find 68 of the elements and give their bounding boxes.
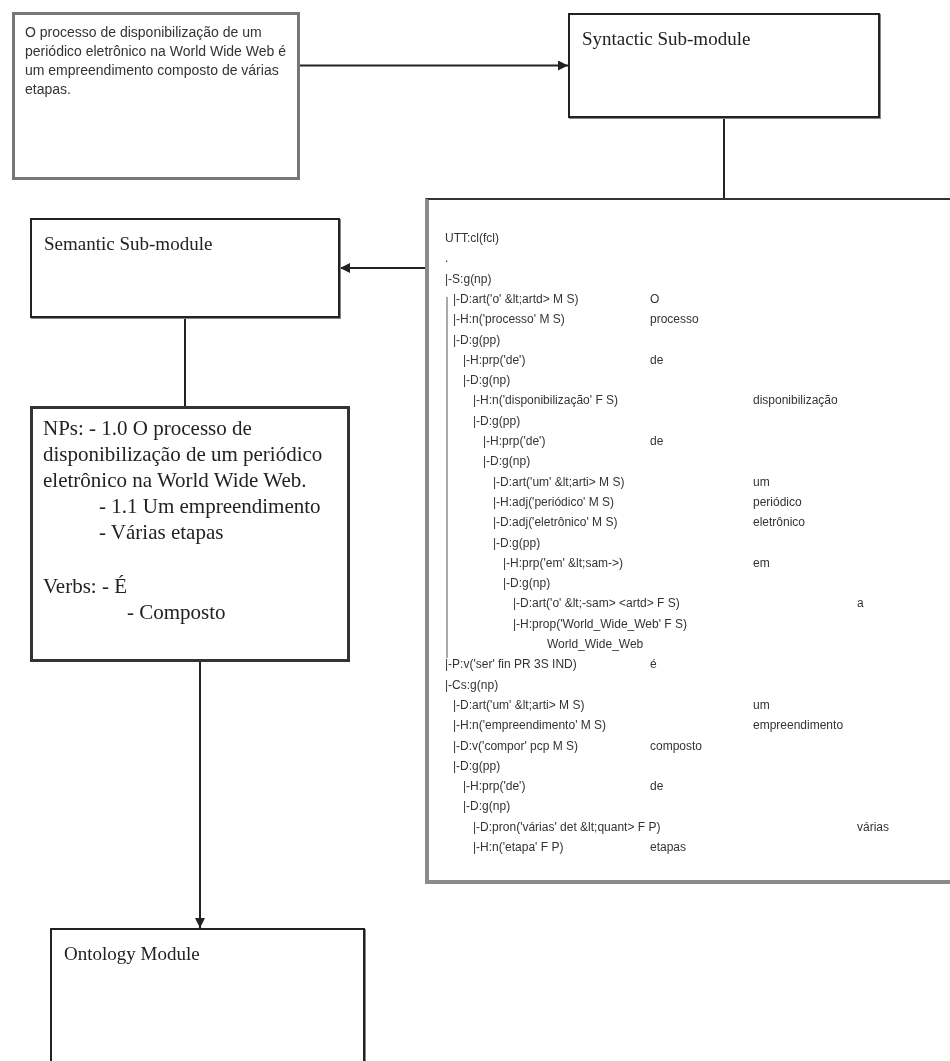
parse-tree-token: etapas [650, 839, 687, 855]
module-title: Syntactic Sub-module [582, 27, 752, 51]
parse-tree-box [425, 198, 950, 884]
parse-tree-token: |-D:g(pp) [473, 412, 521, 429]
parse-tree-token: |-D:art('o' &lt;-sam> <artd> F S) [513, 595, 680, 612]
result-text: - Composto [126, 599, 227, 625]
parse-tree-token: |-H:n('etapa' F P) [473, 839, 564, 855]
parse-tree-token: |-D:art('um' &lt;arti> M S) [453, 696, 585, 713]
parse-tree-token: |-H:prp('de') [463, 778, 526, 795]
parse-tree-token: várias [857, 818, 889, 835]
result-text: NPs: - 1.0 O processo de disponibilização de um periódico eletrônico na World Wide Web. [43, 415, 324, 493]
parse-tree-token: |-D:g(np) [463, 798, 511, 815]
result-text: - Várias etapas [98, 519, 225, 545]
parse-tree-token: |-H:n('empreendimento' M S) [453, 717, 607, 734]
parse-tree-token: |-D:g(pp) [493, 534, 541, 551]
parse-tree-token: |-D:g(np) [503, 575, 551, 592]
parse-tree-token: |-D:g(pp) [453, 331, 501, 348]
parse-tree-token: periódico [753, 493, 802, 510]
parse-tree-token: |-D:g(np) [483, 453, 531, 470]
module-box [30, 218, 340, 318]
connector-line [723, 117, 725, 199]
parse-tree-token: |-P:v('ser' fin PR 3S IND) [445, 656, 577, 673]
parse-tree-token: |-D:art('o' &lt;artd> M S) [453, 290, 579, 307]
parse-tree-token: . [445, 250, 449, 267]
parse-tree-token: |-H:n('processo' M S) [453, 311, 565, 328]
arrow [339, 263, 426, 273]
parse-tree-token: |-D:adj('eletrônico' M S) [493, 514, 618, 531]
parse-tree-token: |-S:g(np) [445, 270, 492, 287]
arrow [195, 661, 205, 929]
parse-tree-token: um [753, 696, 770, 713]
parse-tree-token: |-Cs:g(np) [445, 676, 499, 693]
parse-tree-token: composto [650, 737, 703, 754]
parse-tree-token: |-H:prp('de') [463, 351, 526, 368]
parse-tree-token: |-D:g(pp) [453, 757, 501, 774]
module-box [568, 13, 880, 118]
parse-tree-token: de [650, 351, 664, 368]
parse-tree-token: empreendimento [753, 717, 844, 734]
parse-tree-token: O [650, 290, 660, 307]
parse-tree-token: em [753, 554, 770, 571]
parse-tree-token: processo [650, 311, 699, 328]
results-box [30, 406, 350, 662]
parse-tree-token: |-H:prp('de') [483, 433, 546, 449]
parse-tree-token: disponibilização [753, 392, 838, 409]
parse-tree-token: |-D:art('um' &lt;arti> M S) [493, 473, 625, 490]
parse-tree-token: eletrônico [753, 514, 806, 531]
parse-tree-token: |-H:adj('periódico' M S) [493, 493, 615, 510]
parse-tree-token: a [857, 595, 864, 612]
connector-line [184, 317, 186, 407]
module-box [50, 928, 365, 1061]
parse-tree-token: um [753, 473, 770, 490]
sentence-text: O processo de disponibilização de um periódico eletrônico na World Wide Web é um empreendimento composto de várias etapas. [25, 23, 287, 99]
parse-tree-token: |-H:prop('World_Wide_Web' F S) [513, 615, 687, 632]
result-text: - 1.1 Um empreendimento [98, 493, 322, 519]
parse-tree-token: World_Wide_Web [547, 636, 644, 652]
parse-tree-token: de [650, 433, 664, 449]
input-sentence-box [12, 12, 300, 180]
module-title: Semantic Sub-module [44, 232, 214, 256]
parse-tree-token: |-D:g(np) [463, 372, 511, 389]
module-title: Ontology Module [64, 942, 201, 966]
parse-tree-token: UTT:cl(fcl) [445, 230, 499, 246]
parse-tree-token: |-D:v('compor' pcp M S) [453, 737, 579, 754]
arrow [299, 60, 569, 71]
parse-tree-token: |-H:n('disponibilização' F S) [473, 392, 619, 409]
result-text: Verbs: - É [43, 573, 128, 599]
parse-tree-token: |-D:pron('várias' det &lt;quant> F P) [473, 818, 661, 835]
parse-tree-token: é [650, 656, 657, 673]
parse-tree-token: de [650, 778, 664, 795]
parse-tree-token: |-H:prp('em' &lt;sam->) [503, 554, 624, 571]
